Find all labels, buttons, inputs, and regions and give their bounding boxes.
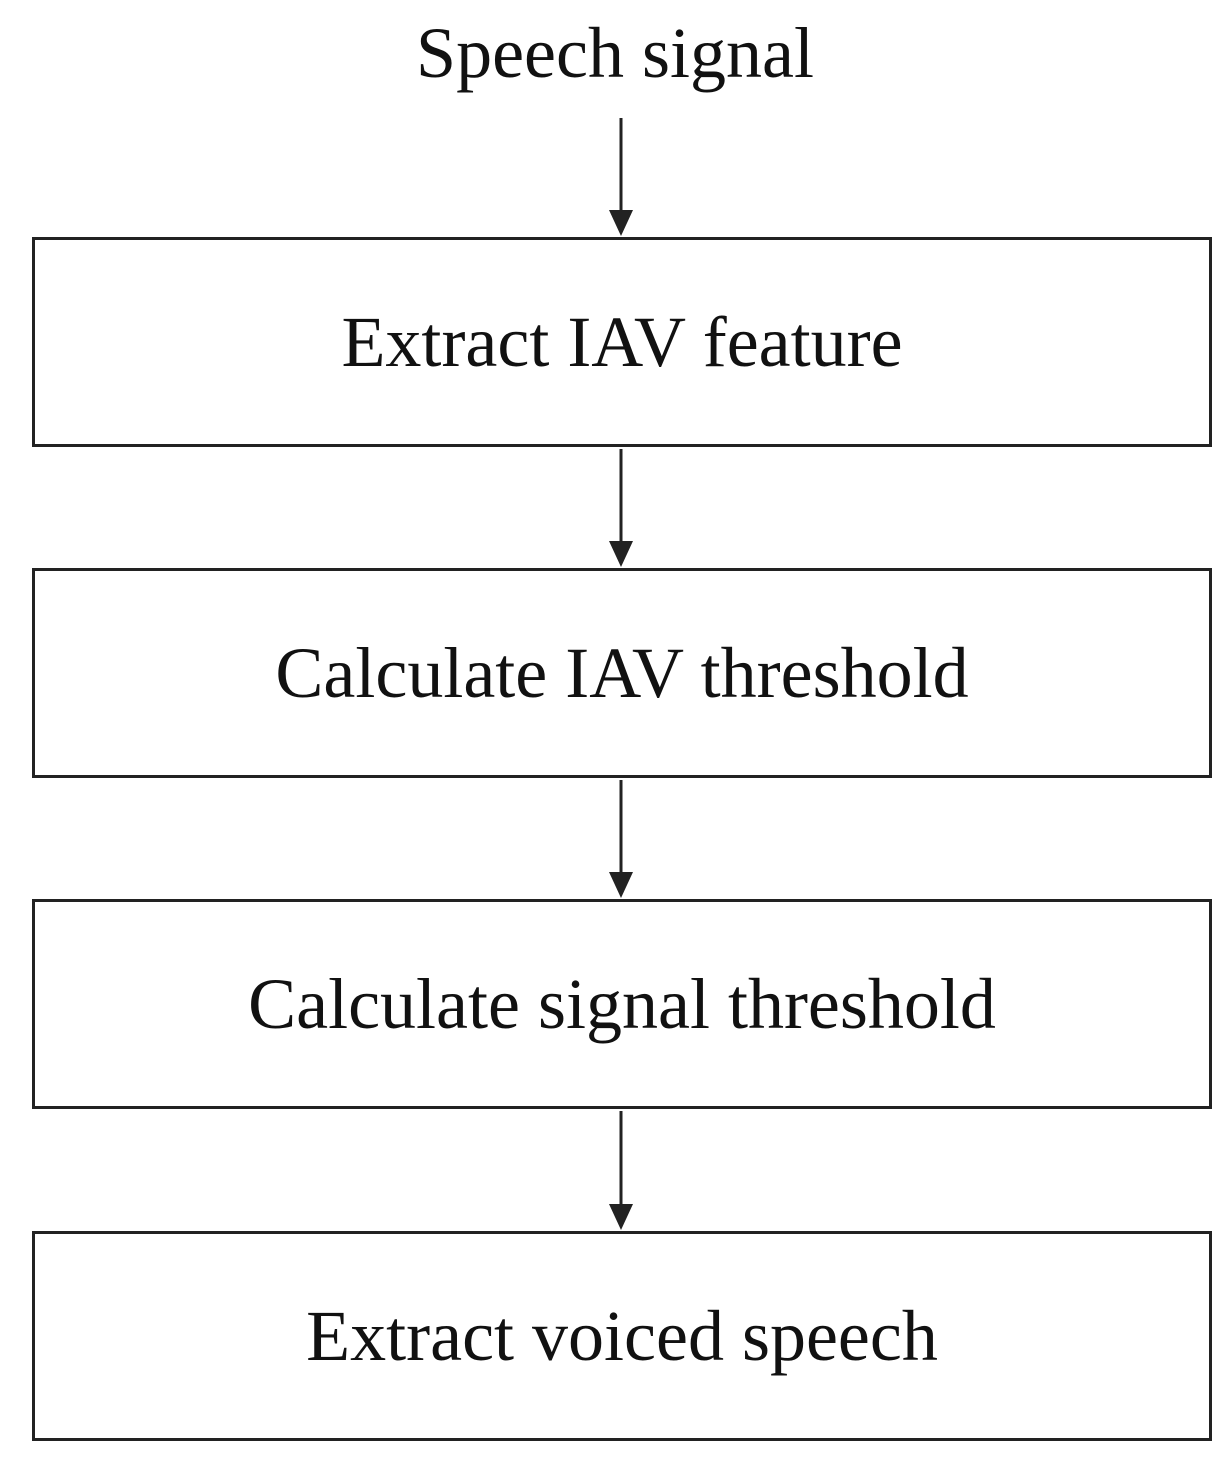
step-label: Calculate IAV threshold xyxy=(275,632,969,713)
step-label: Extract IAV feature xyxy=(341,301,903,382)
step-label: Calculate signal threshold xyxy=(248,963,996,1044)
input-label-speech-signal: Speech signal xyxy=(416,13,814,93)
step-box-calculate-iav-threshold: Calculate IAV threshold xyxy=(32,568,1212,778)
step-label: Extract voiced speech xyxy=(306,1295,938,1376)
arrow-step-2-to-step-3 xyxy=(609,780,633,898)
step-box-calculate-signal-threshold: Calculate signal threshold xyxy=(32,899,1212,1109)
step-box-extract-iav-feature: Extract IAV feature xyxy=(32,237,1212,447)
arrow-input-to-step-1 xyxy=(609,118,633,236)
arrow-step-1-to-step-2 xyxy=(609,449,633,567)
step-box-extract-voiced-speech: Extract voiced speech xyxy=(32,1231,1212,1441)
arrow-step-3-to-step-4 xyxy=(609,1111,633,1230)
